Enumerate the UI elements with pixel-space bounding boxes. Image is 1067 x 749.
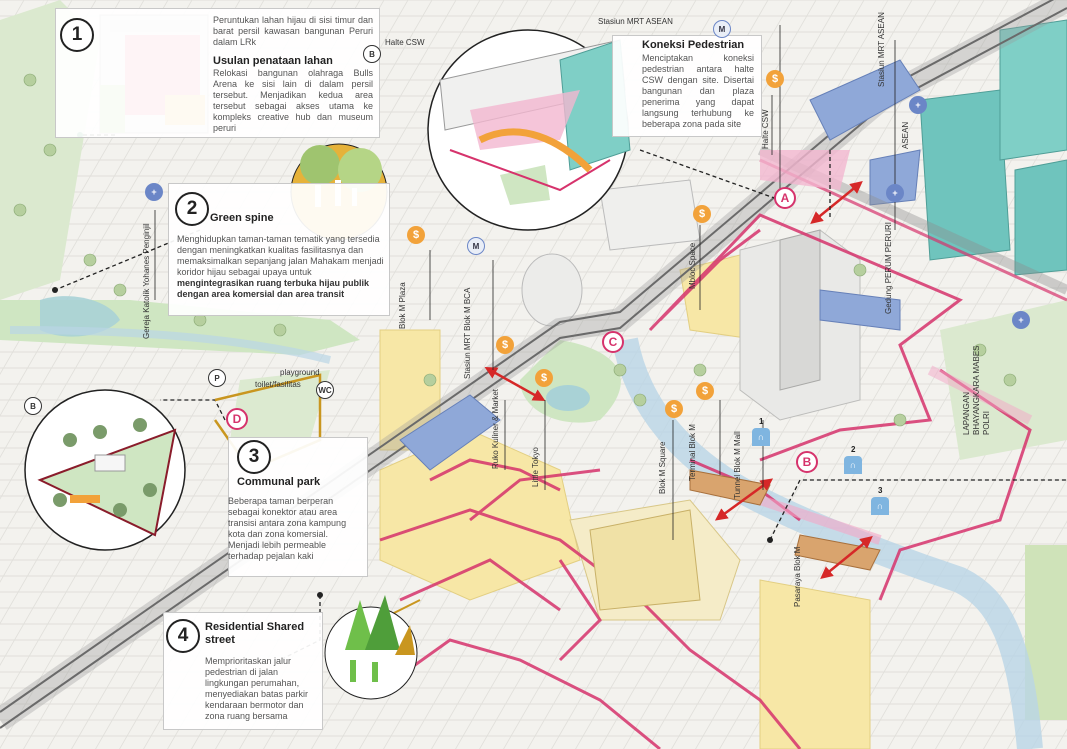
panel-4-text: Memprioritaskan jalur pedestrian di jala… <box>205 656 309 721</box>
label-asean: ASEAN <box>901 121 910 149</box>
dollar-icon: $ <box>496 336 514 354</box>
shared-street-vignette <box>324 595 418 700</box>
marker-a: A <box>774 187 796 209</box>
tunnel-icon: ∩ <box>844 456 862 474</box>
pedestrian-connection-text: Menciptakan koneksi pedestrian antara ha… <box>642 53 754 129</box>
label-terminal-blok-m: Terminal Blok M <box>688 424 697 481</box>
label-stasiun-mrt-asean: Stasiun MRT ASEAN <box>598 17 673 26</box>
dollar-icon: $ <box>766 70 784 88</box>
label-little-tokyo: Little Tokyo <box>531 447 540 487</box>
panel-1-text: Relokasi bangunan olahraga Bulls Arena k… <box>213 68 373 133</box>
label-pasaraya-blok-m: Pasaraya Blok M <box>793 546 802 607</box>
pedestrian-connection-callout-graphic <box>427 29 631 231</box>
panel-4-number: 4 <box>166 619 200 653</box>
panel-3-text: Beberapa taman berperan sebagai konektor… <box>228 496 347 561</box>
dollar-icon: $ <box>693 205 711 223</box>
panel-3-number: 3 <box>237 440 271 474</box>
dollar-icon: $ <box>535 369 553 387</box>
panel-3-title: Communal park <box>237 476 321 488</box>
playground-icon: P <box>208 369 226 387</box>
panel-2-body: Menghidupkan taman-taman tematik yang te… <box>177 234 384 277</box>
church-icon: + <box>1012 311 1030 329</box>
bus-icon: B <box>363 45 381 63</box>
marker-d: D <box>226 408 248 430</box>
label-ruko-kuliner: Ruko Kuliner & Market <box>491 388 500 469</box>
church-icon: + <box>909 96 927 114</box>
panel-1-number: 1 <box>60 18 94 52</box>
panel-pedestrian-connection <box>612 35 762 137</box>
label-halte-csw-vertical: Halte CSW <box>761 109 770 149</box>
tunnel-icon: ∩ <box>871 497 889 515</box>
label-blok-m-plaza: Blok M Plaza <box>398 282 407 329</box>
dollar-icon: $ <box>696 382 714 400</box>
label-halte-csw: Halte CSW <box>385 38 425 47</box>
tunnel-number-2: 2 <box>851 445 856 454</box>
pedestrian-connection-title: Koneksi Pedestrian <box>642 39 745 51</box>
label-stasiun-mrt-blok-m-bca: Stasiun MRT Blok M BCA <box>463 287 472 379</box>
tunnel-number-1: 1 <box>759 417 764 426</box>
panel-land-use-proposal <box>55 8 380 138</box>
label-tunnel-blok-m-mall: Tunnel Blok M Mall <box>733 431 742 499</box>
marker-b: B <box>796 451 818 473</box>
tunnel-icon: ∩ <box>752 428 770 446</box>
toilet-icon: WC <box>316 381 334 399</box>
label-toilet-facilities: toilet/fasilitas <box>255 380 301 389</box>
label-stasiun-mrt-asean-vertical: Stasiun MRT ASEAN <box>877 12 886 87</box>
panel-1-intro: Peruntukan lahan hijau di sisi timur dan… <box>213 15 373 47</box>
label-blok-m-square: Blok M Square <box>658 441 667 494</box>
label-gedung-perum-peruri: Gedung PERUM PERURI <box>884 221 893 314</box>
bus-icon: B <box>24 397 42 415</box>
train-icon: M <box>467 237 485 255</box>
dollar-icon: $ <box>407 226 425 244</box>
communal-park-callout-graphic <box>24 389 186 551</box>
marker-c: C <box>602 331 624 353</box>
label-lapangan-bhayangkara: LAPANGAN BHAYANGKARA MABES POLRI <box>962 345 991 435</box>
church-icon: + <box>145 183 163 201</box>
church-icon: + <box>886 184 904 202</box>
label-playground: playground <box>280 368 320 377</box>
panel-4-title: Residential Shared street <box>205 621 305 646</box>
dollar-icon: $ <box>665 400 683 418</box>
panel-2-number: 2 <box>175 192 209 226</box>
tunnel-number-3: 3 <box>878 486 883 495</box>
label-gereja-katolik: Gereja Katolik Yohanes Penginjil <box>142 223 151 339</box>
panel-2-text: Menghidupkan taman-taman tematik yang te… <box>177 234 387 300</box>
label-mbloc-space: Mbloc Space <box>688 242 697 289</box>
train-icon: M <box>713 20 731 38</box>
panel-2-emphasis: mengintegrasikan ruang terbuka hijau pub… <box>177 278 370 299</box>
panel-2-title: Green spine <box>210 212 274 224</box>
panel-1-title: Usulan penataan lahan <box>213 55 333 67</box>
